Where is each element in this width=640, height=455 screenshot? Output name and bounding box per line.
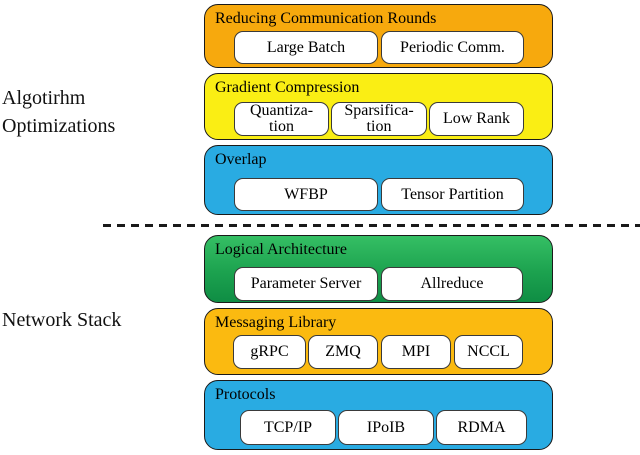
chip-large-batch: Large Batch — [234, 31, 378, 64]
layer-reducing-communication-rounds: Reducing Communication Rounds Large Batc… — [204, 4, 553, 68]
chip-mpi: MPI — [381, 335, 451, 369]
chip-zmq: ZMQ — [308, 335, 378, 369]
layer-title-logical-architecture: Logical Architecture — [215, 241, 347, 258]
chip-low-rank: Low Rank — [429, 102, 524, 136]
group-label-algorithm-optimizations: Algotirhm Optimizations — [2, 87, 116, 137]
layer-messaging-library: Messaging Library gRPC ZMQ MPI NCCL — [204, 308, 553, 375]
layer-overlap: Overlap WFBP Tensor Partition — [204, 145, 553, 215]
chip-allreduce: Allreduce — [381, 267, 523, 301]
layer-gradient-compression: Gradient Compression Quantiza- tion Spar… — [204, 73, 553, 140]
group-label-network-stack: Network Stack — [2, 309, 122, 331]
chip-rdma: RDMA — [436, 410, 527, 445]
chip-ipoib: IPoIB — [338, 410, 434, 445]
chip-quantization: Quantiza- tion — [234, 102, 329, 136]
layer-protocols: Protocols TCP/IP IPoIB RDMA — [204, 380, 553, 450]
chip-periodic-comm: Periodic Comm. — [381, 31, 524, 64]
chip-nccl: NCCL — [454, 335, 523, 369]
chip-sparsification: Sparsifica- tion — [331, 102, 427, 136]
chip-tcp-ip: TCP/IP — [240, 410, 336, 445]
dashed-divider — [103, 224, 640, 227]
chip-tensor-partition: Tensor Partition — [381, 178, 524, 211]
chip-parameter-server: Parameter Server — [234, 267, 378, 301]
chip-wfbp: WFBP — [234, 178, 378, 211]
chip-grpc: gRPC — [233, 335, 306, 369]
layer-title-messaging-library: Messaging Library — [215, 314, 337, 331]
layer-title-gradient-compression: Gradient Compression — [215, 79, 360, 96]
layer-title-overlap: Overlap — [215, 151, 267, 168]
layer-title-reducing-communication-rounds: Reducing Communication Rounds — [215, 10, 437, 27]
layer-logical-architecture: Logical Architecture Parameter Server Al… — [204, 235, 553, 303]
layer-title-protocols: Protocols — [215, 386, 276, 403]
